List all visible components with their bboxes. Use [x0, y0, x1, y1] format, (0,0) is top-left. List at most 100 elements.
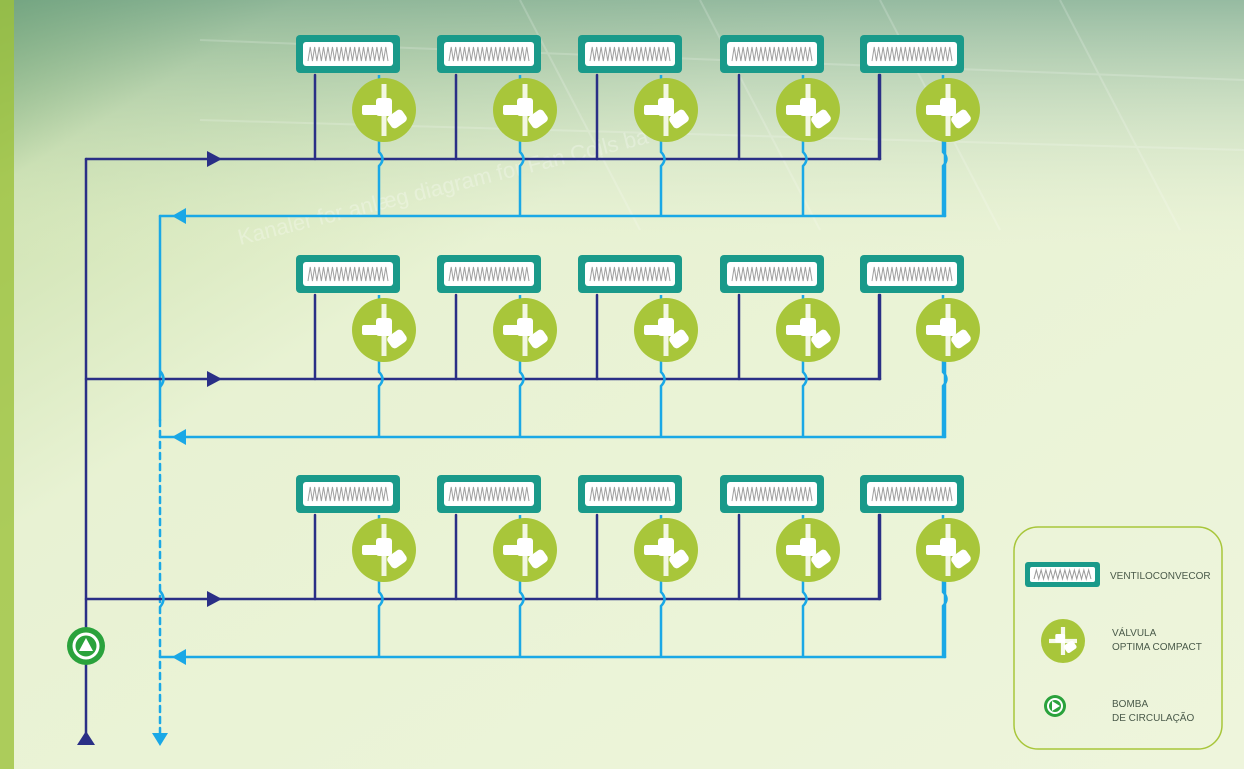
valve-icon: [786, 84, 831, 136]
left-edge-band: [0, 0, 14, 769]
return-branch-r3-u5: [941, 515, 948, 657]
return-flow-arrow-row-2: [172, 429, 186, 445]
fan-coil-unit: [720, 255, 824, 293]
legend-pump-label-line2: DE CIRCULAÇÃO: [1112, 711, 1194, 724]
fan-coil-unit: [578, 475, 682, 513]
legend-fan-coil-icon: [1025, 562, 1100, 587]
return-branch-r2-u3: [659, 295, 666, 437]
coil-icon: [307, 46, 389, 62]
return-branch-r1-u1: [377, 75, 384, 216]
return-flow-arrow-row-1: [172, 208, 186, 224]
optima-compact-valve: [493, 78, 557, 142]
return-branch-r3-u4: [801, 515, 808, 657]
pump-icon: [79, 638, 93, 651]
fan-coil-unit: [578, 255, 682, 293]
optima-compact-valve: [776, 78, 840, 142]
valve-icon: [644, 304, 689, 356]
optima-compact-valve: [352, 78, 416, 142]
legend-frame: [1013, 526, 1223, 750]
legend-valve-label-line2: OPTIMA COMPACT: [1112, 642, 1202, 653]
coil-icon: [731, 266, 813, 282]
coil-icon: [448, 266, 530, 282]
legend: VENTILOCONVECOR VÁLVULA OPTIMA COMPACT B…: [1013, 526, 1223, 750]
return-branch-r1-u2: [518, 75, 525, 216]
valve-icon: [786, 304, 831, 356]
optima-compact-valve: [493, 298, 557, 362]
legend-pump-icon: [1044, 695, 1066, 717]
coil-icon: [448, 46, 530, 62]
coil-icon: [307, 266, 389, 282]
valve-icon: [644, 84, 689, 136]
coil-icon: [871, 266, 953, 282]
valve-icon: [786, 524, 831, 576]
optima-compact-valve: [634, 78, 698, 142]
fan-coil-unit: [437, 35, 541, 73]
coil-icon: [731, 486, 813, 502]
return-branch-r3-u2: [518, 515, 525, 657]
optima-compact-valve: [634, 298, 698, 362]
return-outlet-arrow: [152, 733, 168, 746]
supply-flow-arrow-row-2: [207, 371, 222, 387]
valve-icon: [926, 304, 971, 356]
return-branch-r3-u3: [659, 515, 666, 657]
legend-valve-icon: [1041, 619, 1085, 663]
return-branch-r2-u5: [941, 295, 948, 437]
return-branch-r1-u4: [801, 75, 808, 216]
coil-icon: [448, 486, 530, 502]
return-branch-r2-u4: [801, 295, 808, 437]
legend-pump-label-line1: BOMBA: [1112, 699, 1148, 710]
fan-coil-unit: [296, 255, 400, 293]
coil-icon: [589, 46, 671, 62]
supply-flow-arrow-row-3: [207, 591, 222, 607]
optima-compact-valve: [776, 518, 840, 582]
circulation-pump: [67, 627, 105, 665]
valve-icon: [926, 524, 971, 576]
fan-coil-unit: [437, 255, 541, 293]
supply-flow-arrow-row-1: [207, 151, 222, 167]
valve-icon: [362, 524, 407, 576]
fan-coil-unit: [720, 475, 824, 513]
fan-coil-unit: [720, 35, 824, 73]
legend-fan-coil-label: VENTILOCONVECOR: [1110, 571, 1211, 582]
valve-icon: [503, 524, 548, 576]
equipment-layer: [67, 35, 980, 665]
optima-compact-valve: [916, 78, 980, 142]
return-branch-r2-u1: [377, 295, 384, 437]
coil-icon: [731, 46, 813, 62]
coil-icon: [589, 266, 671, 282]
coil-icon: [871, 46, 953, 62]
optima-compact-valve: [916, 298, 980, 362]
fan-coil-unit: [860, 475, 964, 513]
fan-coil-unit: [860, 255, 964, 293]
optima-compact-valve: [634, 518, 698, 582]
valve-icon: [503, 84, 548, 136]
return-flow-arrow-row-3: [172, 649, 186, 665]
valve-icon: [362, 84, 407, 136]
return-riser-hop-1: [159, 370, 165, 388]
valve-icon: [926, 84, 971, 136]
supply-inlet-arrow: [77, 731, 95, 745]
return-branch-r3-u1: [377, 515, 384, 657]
fan-coil-unit: [860, 35, 964, 73]
fan-coil-unit: [437, 475, 541, 513]
return-branch-r1-u5: [941, 75, 948, 216]
optima-compact-valve: [352, 298, 416, 362]
optima-compact-valve: [493, 518, 557, 582]
return-branch-r2-u2: [518, 295, 525, 437]
pipe-network: [77, 73, 948, 746]
fan-coil-unit: [296, 35, 400, 73]
coil-icon: [871, 486, 953, 502]
optima-compact-valve: [776, 298, 840, 362]
valve-icon: [362, 304, 407, 356]
return-branch-r1-u3: [659, 75, 666, 216]
valve-icon: [644, 524, 689, 576]
fan-coil-unit: [296, 475, 400, 513]
optima-compact-valve: [352, 518, 416, 582]
optima-compact-valve: [916, 518, 980, 582]
return-riser-hop-2: [159, 590, 165, 608]
coil-icon: [307, 486, 389, 502]
fan-coil-unit: [578, 35, 682, 73]
legend-valve-label-line1: VÁLVULA: [1112, 626, 1157, 639]
valve-icon: [503, 304, 548, 356]
